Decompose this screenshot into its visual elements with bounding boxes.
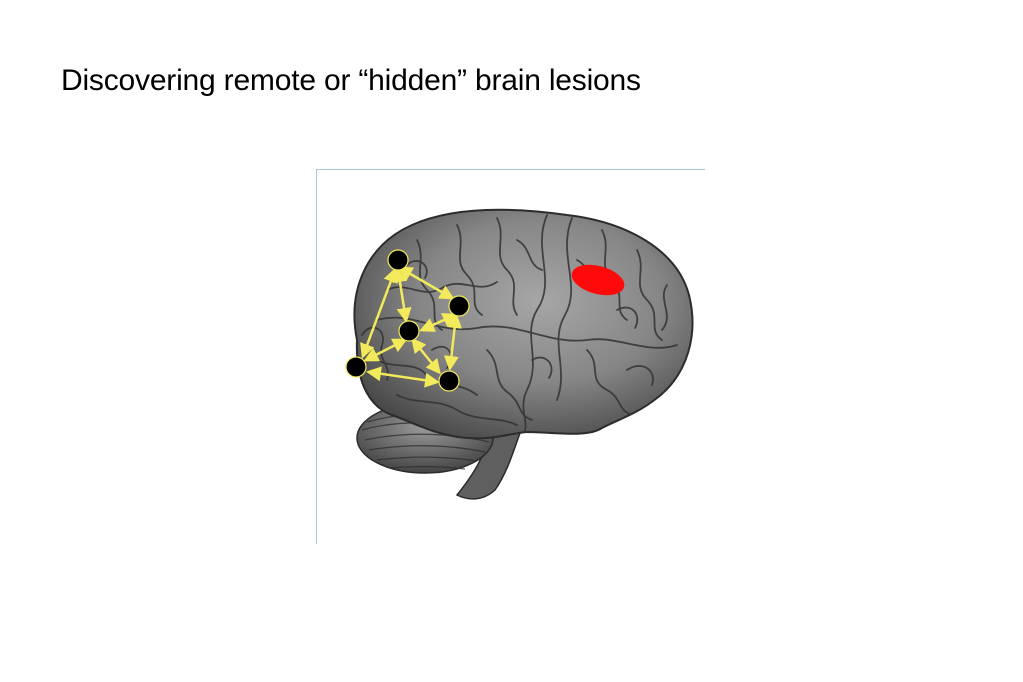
network-edge	[363, 338, 408, 362]
network-node	[438, 370, 460, 392]
network-edge	[366, 366, 440, 388]
slide-title: Discovering remote or “hidden” brain les…	[61, 64, 641, 97]
network-nodes	[345, 249, 470, 392]
network-node	[345, 356, 367, 378]
brain-illustration	[345, 208, 694, 500]
network-node	[398, 320, 420, 342]
network-edge	[443, 313, 463, 371]
network-node	[448, 295, 470, 317]
network-edge	[392, 267, 412, 323]
network-node	[387, 249, 409, 271]
brain-figure	[316, 169, 705, 544]
lesion-highlight	[571, 264, 625, 296]
network-edges	[360, 266, 463, 388]
